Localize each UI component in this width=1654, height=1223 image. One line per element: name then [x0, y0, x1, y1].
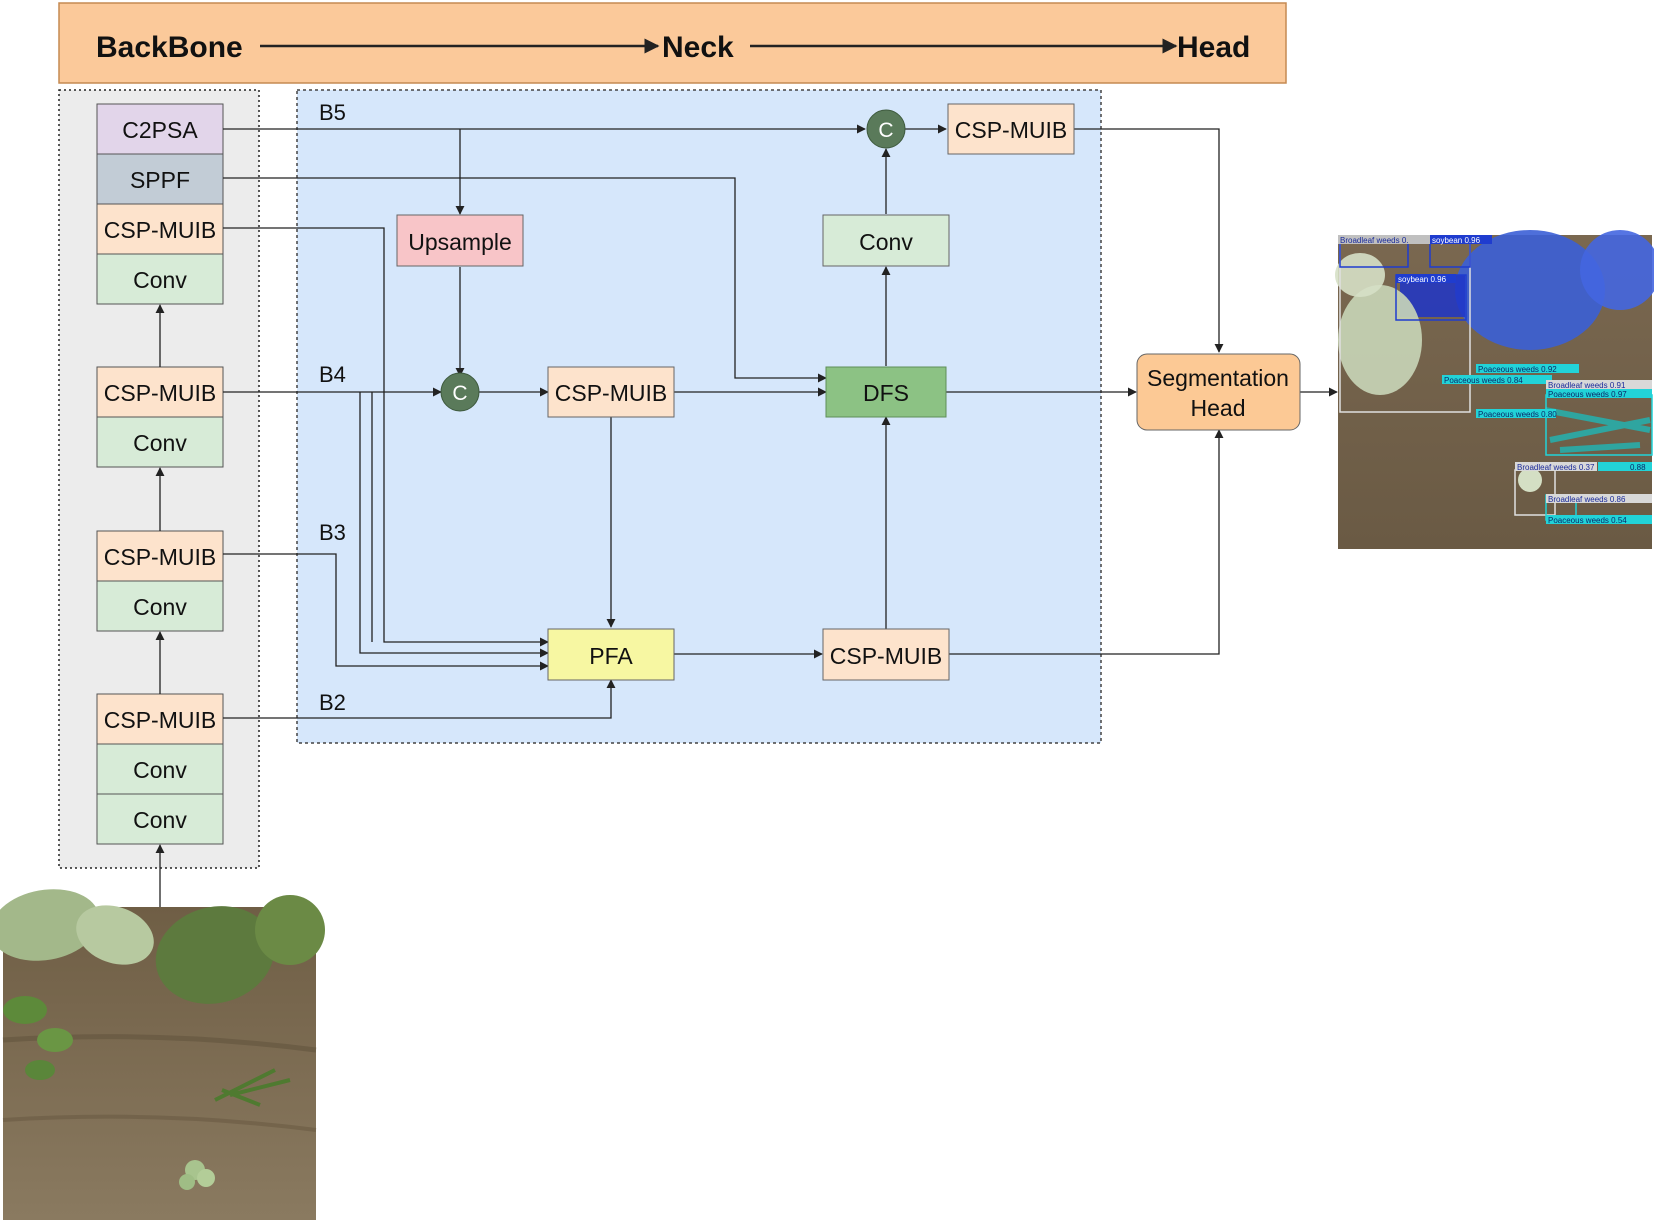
csp-muib-mid-label: CSP-MUIB — [555, 380, 667, 406]
concat-b4-node: C — [440, 372, 480, 412]
backbone-conv-2-block — [96, 580, 224, 632]
backbone-csp-muib-b3-block — [96, 530, 224, 582]
backbone-csp-muib-b4-block — [96, 366, 224, 418]
header-bar: BackBone Neck Head — [58, 2, 1287, 84]
connections — [223, 124, 1338, 719]
segmentation-head-line2: Head — [1191, 395, 1246, 421]
level-b5-label: B5 — [319, 100, 346, 125]
upsample-node: Upsample — [396, 214, 524, 267]
csp-muib-mid-node: CSP-MUIB — [547, 366, 675, 418]
backbone-conv-2-label: Conv — [133, 594, 187, 620]
header-neck-label: Neck — [662, 31, 734, 64]
backbone-csp-muib-b3-label: CSP-MUIB — [104, 544, 216, 570]
backbone-conv-0-block — [96, 793, 224, 845]
det-label-6: Poaceous weeds 0.97 — [1548, 390, 1627, 399]
edge-b4-to-pfa-1 — [359, 392, 549, 658]
c2psa-label: C2PSA — [122, 117, 198, 143]
backbone-csp-muib-b2-block — [96, 693, 224, 745]
det-label-4: Poaceous weeds 0.84 — [1444, 376, 1523, 385]
segmentation-head-node: Segmentation Head — [1136, 353, 1301, 431]
edge-csp-top-to-head — [1074, 128, 1224, 353]
pfa-label: PFA — [589, 643, 633, 669]
backbone-conv-1-label: Conv — [133, 757, 187, 783]
edge-sppf-to-dfs — [223, 177, 827, 383]
csp-muib-bottom-node: CSP-MUIB — [822, 628, 950, 681]
concat-top-node: C — [866, 109, 906, 149]
segmentation-head-line1: Segmentation — [1147, 365, 1289, 391]
input-field-photo — [0, 889, 325, 1220]
det-label-2: soybean 0.96 — [1398, 275, 1447, 284]
backbone-csp-muib-b4-label: CSP-MUIB — [104, 380, 216, 406]
csp-muib-top-node: CSP-MUIB — [947, 103, 1075, 155]
edge-b2-to-pfa — [223, 679, 616, 719]
backbone-csp-muib-b2-label: CSP-MUIB — [104, 707, 216, 733]
concat-top-label: C — [878, 119, 893, 142]
level-b4-label: B4 — [319, 362, 346, 387]
sppf-block — [96, 153, 224, 205]
backbone-stack-b2: CSP-MUIB Conv Conv — [96, 693, 224, 845]
level-b2-label: B2 — [319, 690, 346, 715]
dfs-label: DFS — [863, 380, 909, 406]
det-label-1: soybean 0.96 — [1432, 236, 1481, 245]
concat-b4-label: C — [452, 382, 467, 405]
level-b3-label: B3 — [319, 520, 346, 545]
header-head-label: Head — [1177, 31, 1250, 64]
conv-neck-node: Conv — [822, 214, 950, 267]
edge-csp-bottom-to-head — [948, 429, 1224, 655]
backbone-conv-4-label: Conv — [133, 267, 187, 293]
backbone-conv-3-block — [96, 416, 224, 468]
edge-b3-to-pfa — [223, 553, 549, 671]
dfs-node: DFS — [825, 366, 947, 418]
backbone-csp-muib-b5-label: CSP-MUIB — [104, 217, 216, 243]
conv-neck-label: Conv — [859, 229, 913, 255]
header-backbone-label: BackBone — [96, 31, 243, 64]
upsample-label: Upsample — [408, 229, 512, 255]
pfa-node: PFA — [547, 628, 675, 681]
csp-muib-top-label: CSP-MUIB — [955, 117, 1067, 143]
backbone-stack-top: C2PSA SPPF CSP-MUIB Conv — [96, 103, 224, 305]
backbone-conv-3-label: Conv — [133, 430, 187, 456]
det-label-7: Poaceous weeds 0.80 — [1478, 410, 1557, 419]
det-label-0: Broadleaf weeds 0. — [1340, 236, 1409, 245]
sppf-label: SPPF — [130, 167, 190, 193]
neck-region — [296, 89, 1102, 744]
det-label-5: Broadleaf weeds 0.91 — [1548, 381, 1626, 390]
det-label-3: Poaceous weeds 0.92 — [1478, 365, 1557, 374]
backbone-conv-4-block — [96, 253, 224, 305]
edge-csp-b5-to-pfa — [223, 227, 549, 647]
csp-muib-bottom-label: CSP-MUIB — [830, 643, 942, 669]
det-label-10: Broadleaf weeds 0.86 — [1548, 495, 1626, 504]
backbone-stack-b3: CSP-MUIB Conv — [96, 530, 224, 632]
det-label-9: 0.88 — [1630, 463, 1646, 472]
backbone-conv-0-label: Conv — [133, 807, 187, 833]
output-segmented-photo: Broadleaf weeds 0. soybean 0.96 soybean … — [1335, 230, 1654, 549]
backbone-stack-b4: CSP-MUIB Conv — [96, 366, 224, 468]
backbone-conv-1-block — [96, 743, 224, 795]
det-label-11: Poaceous weeds 0.54 — [1548, 516, 1627, 525]
det-label-8: Broadleaf weeds 0.37 — [1517, 463, 1595, 472]
